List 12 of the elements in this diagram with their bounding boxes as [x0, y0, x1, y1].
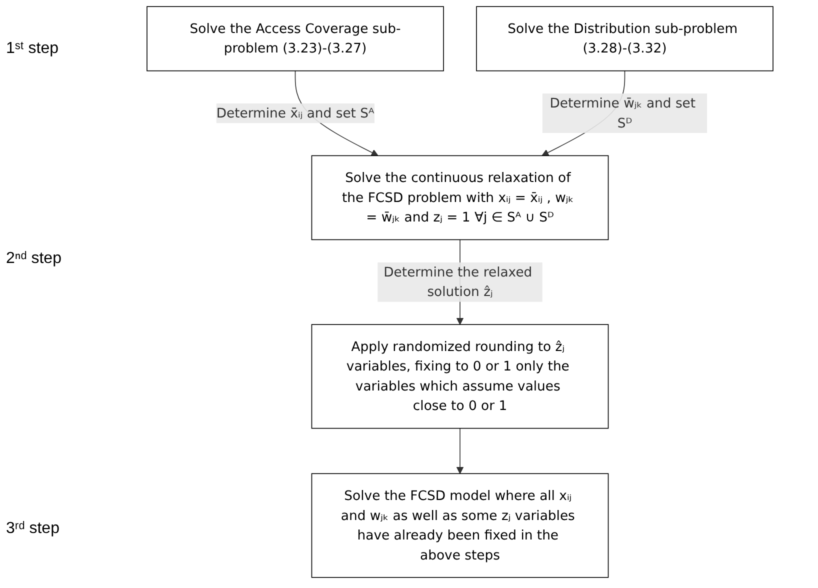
- node-box: Solve the Distribution sub-problem (3.28)-(3.32): [476, 6, 774, 72]
- edge-label: Determine x̄ᵢⱼ and set Sᴬ: [216, 105, 374, 121]
- node-box: Solve the Access Coverage sub-problem (3.23)-(3.27): [146, 6, 444, 72]
- node-box: Solve the continuous relaxation of the FCSD problem with xᵢⱼ = x̄ᵢⱼ , wⱼₖ = w̄ⱼₖ and zⱼ = 1 ∀j ∈ Sᴬ ∪ Sᴰ: [311, 155, 609, 240]
- node-box: Solve the FCSD model where all xᵢⱼ and wⱼₖ as well as some zⱼ variables have already been fixed in the above steps: [311, 473, 609, 578]
- node-box: Apply randomized rounding to ẑⱼ variables, fixing to 0 or 1 only the variables which assume values close to 0 or 1: [311, 324, 609, 429]
- arrow: [456, 428, 464, 474]
- step-label: 3ʳᵈ step: [6, 520, 60, 538]
- edge-label: Determine w̄ⱼₖ and set Sᴰ: [550, 95, 696, 131]
- step-label: 2ⁿᵈ step: [6, 250, 62, 268]
- edge-label: Determine the relaxed solution ẑⱼ: [384, 264, 532, 300]
- step-label: 1ˢᵗ step: [6, 40, 59, 58]
